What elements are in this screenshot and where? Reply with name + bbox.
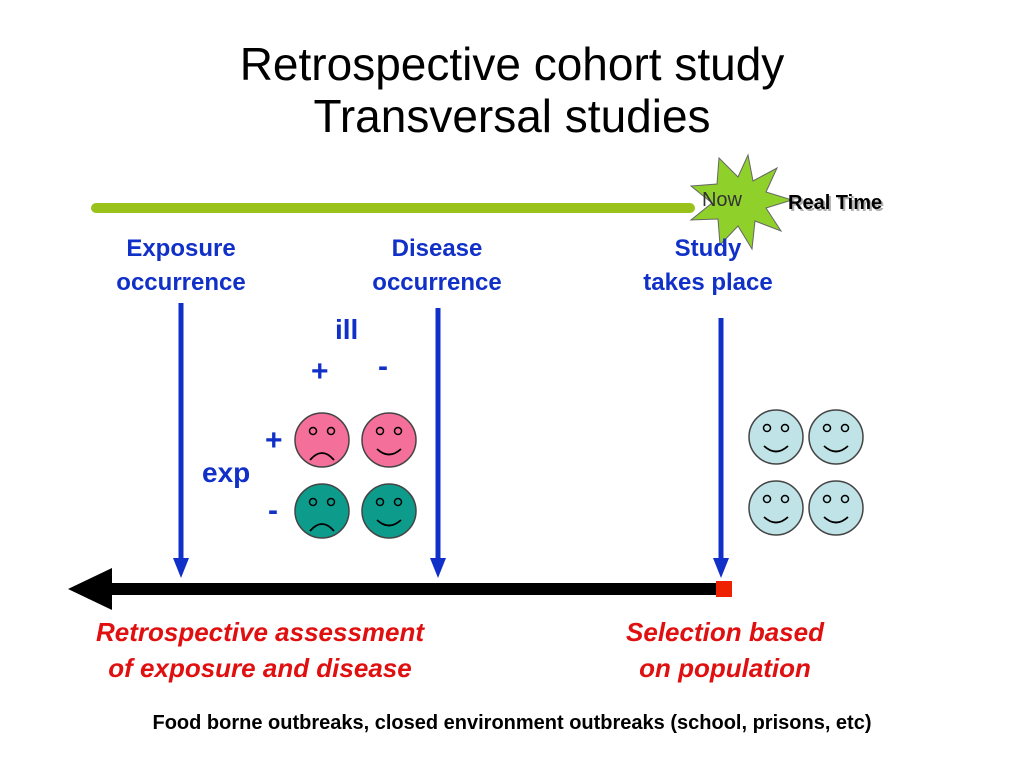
stage-study-line2: takes place — [643, 269, 773, 296]
title-line-2: Transversal studies — [313, 90, 711, 142]
selection-line1: Selection based — [626, 617, 824, 647]
face-population-3 — [748, 480, 804, 536]
face-unexposed-ill-sad — [294, 483, 350, 539]
face-population-4 — [808, 480, 864, 536]
arrow-study — [713, 318, 729, 578]
selection-line2: on population — [639, 653, 811, 683]
ill-label: ill — [335, 314, 359, 345]
face-unexposed-notill-smile — [361, 483, 417, 539]
exp-label: exp — [202, 457, 251, 488]
stage-disease-line1: Disease — [391, 235, 483, 262]
arrow-disease — [430, 308, 446, 578]
stage-study-label: Study takes place — [608, 232, 808, 300]
study-marker — [716, 581, 732, 597]
face-population-2 — [808, 409, 864, 465]
timeline-back-arrow — [68, 568, 722, 610]
stage-study-line1: Study — [674, 235, 742, 262]
face-exposed-notill-smile — [361, 412, 417, 468]
ill-plus-sign: + — [311, 355, 329, 388]
exp-minus-sign: - — [268, 494, 278, 527]
face-exposed-ill-sad — [294, 412, 350, 468]
retrospective-line1: Retrospective assessment — [95, 617, 425, 647]
arrow-exposure — [173, 303, 189, 578]
ill-minus-sign: - — [378, 350, 388, 383]
now-label: Now — [702, 189, 743, 211]
footer-note: Food borne outbreaks, closed environment… — [152, 712, 872, 734]
title-line-1: Retrospective cohort study — [239, 38, 785, 90]
stage-disease-line2: occurrence — [372, 269, 502, 296]
face-population-1 — [748, 409, 804, 465]
retrospective-assessment-label: Retrospective assessment of exposure and… — [40, 614, 480, 686]
now-star-icon — [689, 153, 794, 251]
retrospective-line2: of exposure and disease — [108, 653, 412, 683]
stage-exposure-line2: occurrence — [116, 269, 246, 296]
stage-exposure-label: Exposure occurrence — [81, 232, 281, 300]
selection-based-label: Selection based on population — [560, 614, 890, 686]
stage-disease-label: Disease occurrence — [337, 232, 537, 300]
stage-exposure-line1: Exposure — [126, 235, 236, 262]
exp-plus-sign: + — [265, 424, 283, 457]
real-time-label: Real Time — [788, 192, 883, 214]
